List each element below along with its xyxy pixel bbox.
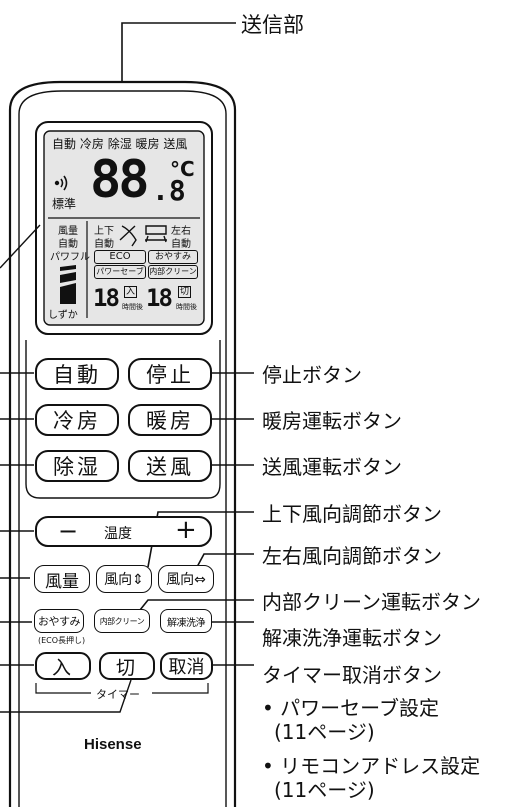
lcd-timer-off-digits: 18 xyxy=(146,284,173,312)
brand-logo: Hisense xyxy=(84,736,142,753)
lcd-temp-digits: 88 xyxy=(90,150,150,210)
defrost-wash-button[interactable]: 解凍洗浄 xyxy=(160,609,212,633)
callout-horizontal: 左右風向調節ボタン xyxy=(262,544,442,568)
callout-inner-clean: 内部クリーン運転ボタン xyxy=(262,590,481,614)
auto-button[interactable]: 自動 xyxy=(35,358,119,390)
lcd-fan-label-3: パワフル xyxy=(50,252,90,263)
mode-panel xyxy=(25,340,221,499)
horizontal-swing-button[interactable]: 風向⇔ xyxy=(158,565,214,593)
signal-icon xyxy=(54,175,68,191)
oyasumi-button[interactable]: おやすみ xyxy=(34,609,84,633)
inner-clean-button[interactable]: 内部クリーン xyxy=(94,609,150,633)
vertical-swing-button[interactable]: 風向⇕ xyxy=(96,565,152,593)
lcd-timer-off-label: 切 xyxy=(178,286,192,298)
note-power-save-title: • パワーセーブ設定 xyxy=(262,696,439,720)
timer-bracket xyxy=(35,683,209,694)
lcd-leftright-1: 左右 xyxy=(171,226,191,237)
lcd-inner-clean: 内部クリーン xyxy=(148,265,198,279)
lcd-frame xyxy=(35,121,213,335)
lcd-leftright-2: 自動 xyxy=(171,239,191,250)
note-power-save-page: (11ページ) xyxy=(274,720,375,744)
lcd-screen xyxy=(43,130,205,326)
leader-vertical xyxy=(147,511,254,568)
lcd-mode-fan: 送風 xyxy=(163,137,188,151)
lcd-fan-label-2: 自動 xyxy=(58,239,78,250)
leader-left-1 xyxy=(0,224,41,269)
callout-timer-cancel: タイマー取消ボタン xyxy=(262,663,442,687)
fan-speed-button[interactable]: 風量 xyxy=(34,565,90,593)
vertical-swing-icon xyxy=(119,225,137,247)
callout-stop: 停止ボタン xyxy=(262,363,362,387)
callout-vertical: 上下風向調節ボタン xyxy=(262,502,442,526)
callout-heat: 暖房運転ボタン xyxy=(262,409,402,433)
note-remote-address: • リモコンアドレス設定 (11ページ) xyxy=(262,754,480,802)
note-remote-address-page: (11ページ) xyxy=(274,778,375,802)
lcd-timer-on-digits: 18 xyxy=(93,284,120,312)
temperature-rocker xyxy=(35,516,212,547)
leader-inner-clean xyxy=(139,599,254,611)
lcd-eco: ECO xyxy=(94,250,146,264)
lcd-fan-label-4: しずか xyxy=(48,310,78,321)
eco-long-press-note: (ECO長押し) xyxy=(38,636,86,645)
lcd-mode-heat: 暖房 xyxy=(135,137,160,151)
note-remote-address-title: • リモコンアドレス設定 xyxy=(262,754,481,778)
temp-down-button[interactable]: − xyxy=(58,517,79,545)
fan-level-icon xyxy=(60,265,76,304)
fan-button[interactable]: 送風 xyxy=(128,450,212,482)
transmitter-leader xyxy=(121,22,236,82)
lcd-mode-row: 自動 冷房 除湿 暖房 送風 xyxy=(52,135,187,152)
lcd-mode-auto: 自動 xyxy=(52,137,77,151)
cool-button[interactable]: 冷房 xyxy=(35,404,119,436)
timer-off-button[interactable]: 切 xyxy=(99,652,155,680)
horizontal-swing-icon xyxy=(145,225,167,243)
lcd-unit: °C xyxy=(170,157,195,181)
dry-button[interactable]: 除湿 xyxy=(35,450,119,482)
remote-inner-edge xyxy=(18,90,227,807)
leader-horizontal xyxy=(196,553,254,568)
heat-button[interactable]: 暖房 xyxy=(128,404,212,436)
lcd-standard: 標準 xyxy=(52,197,77,211)
leader-off-timer xyxy=(0,679,132,713)
lcd-mode-dry: 除湿 xyxy=(107,137,132,151)
lcd-fan-label-1: 風量 xyxy=(58,226,78,237)
temp-up-button[interactable]: + xyxy=(175,515,197,545)
timer-on-button[interactable]: 入 xyxy=(35,652,91,680)
timer-cancel-button[interactable]: 取消 xyxy=(160,652,213,680)
callout-defrost-wash: 解凍洗浄運転ボタン xyxy=(262,626,442,650)
lcd-timer-on-hours: 時間後 xyxy=(122,303,143,311)
stop-button[interactable]: 停止 xyxy=(128,358,212,390)
lcd-temp-decimal: .8 xyxy=(152,174,186,207)
lcd-timer-off-hours: 時間後 xyxy=(176,303,197,311)
lcd-timer-on-label: 入 xyxy=(124,286,138,298)
note-power-save: • パワーセーブ設定 (11ページ) xyxy=(262,696,439,744)
callout-fan: 送風運転ボタン xyxy=(262,455,402,479)
lcd-updown-2: 自動 xyxy=(94,239,114,250)
lcd-oyasumi: おやすみ xyxy=(148,250,198,264)
transmitter-label: 送信部 xyxy=(241,13,304,37)
temp-label: 温度 xyxy=(104,526,132,542)
lcd-mode-cool: 冷房 xyxy=(79,137,104,151)
lcd-updown-1: 上下 xyxy=(94,226,114,237)
lcd-power-save: パワーセーブ xyxy=(94,265,146,279)
timer-group-label: タイマー xyxy=(96,688,140,701)
